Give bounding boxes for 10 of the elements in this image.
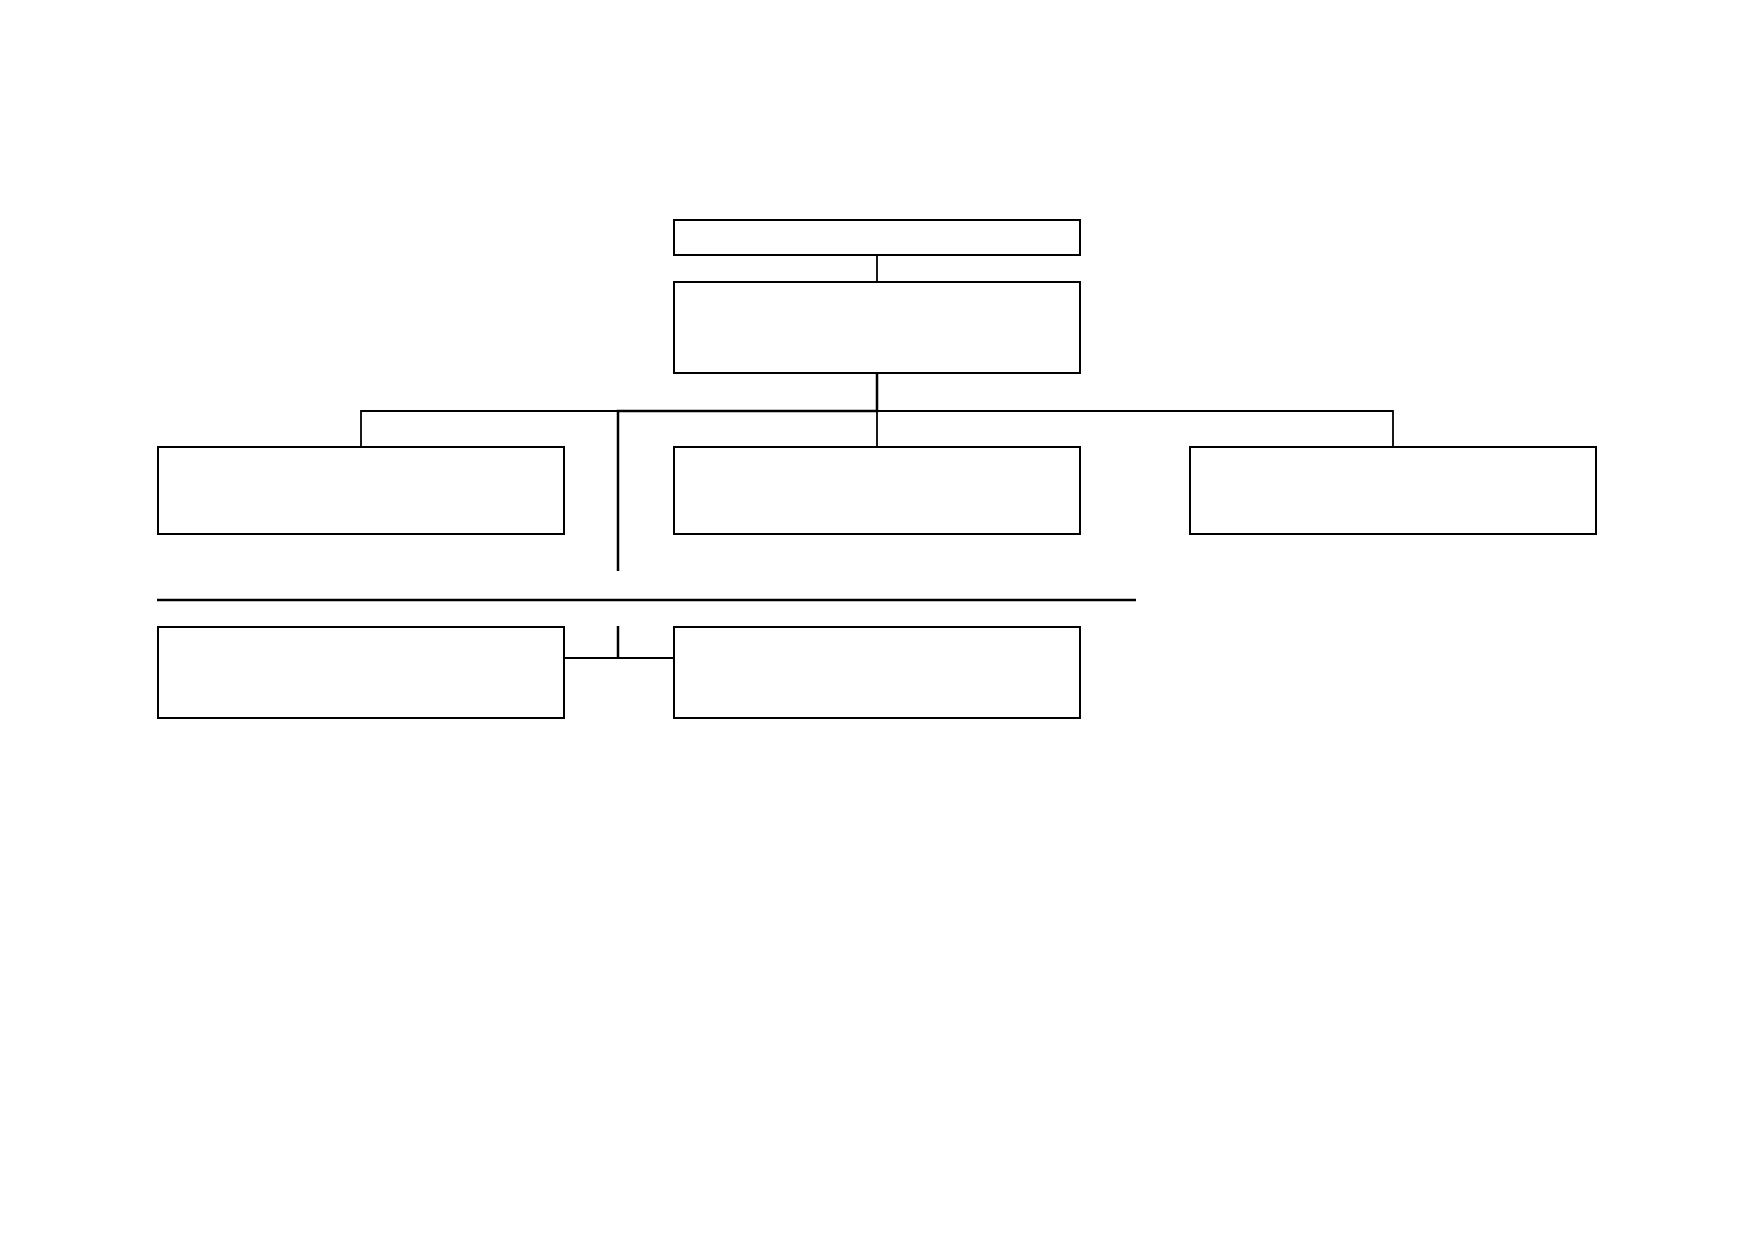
empty-box	[673, 446, 1081, 535]
empty-box	[673, 626, 1081, 719]
empty-box	[673, 281, 1081, 374]
empty-box	[1189, 446, 1597, 535]
connector-line	[616, 374, 879, 571]
empty-box	[157, 626, 565, 719]
empty-box	[157, 446, 565, 535]
empty-box	[673, 219, 1081, 256]
connector-line	[876, 255, 878, 282]
connector-line	[564, 657, 674, 659]
